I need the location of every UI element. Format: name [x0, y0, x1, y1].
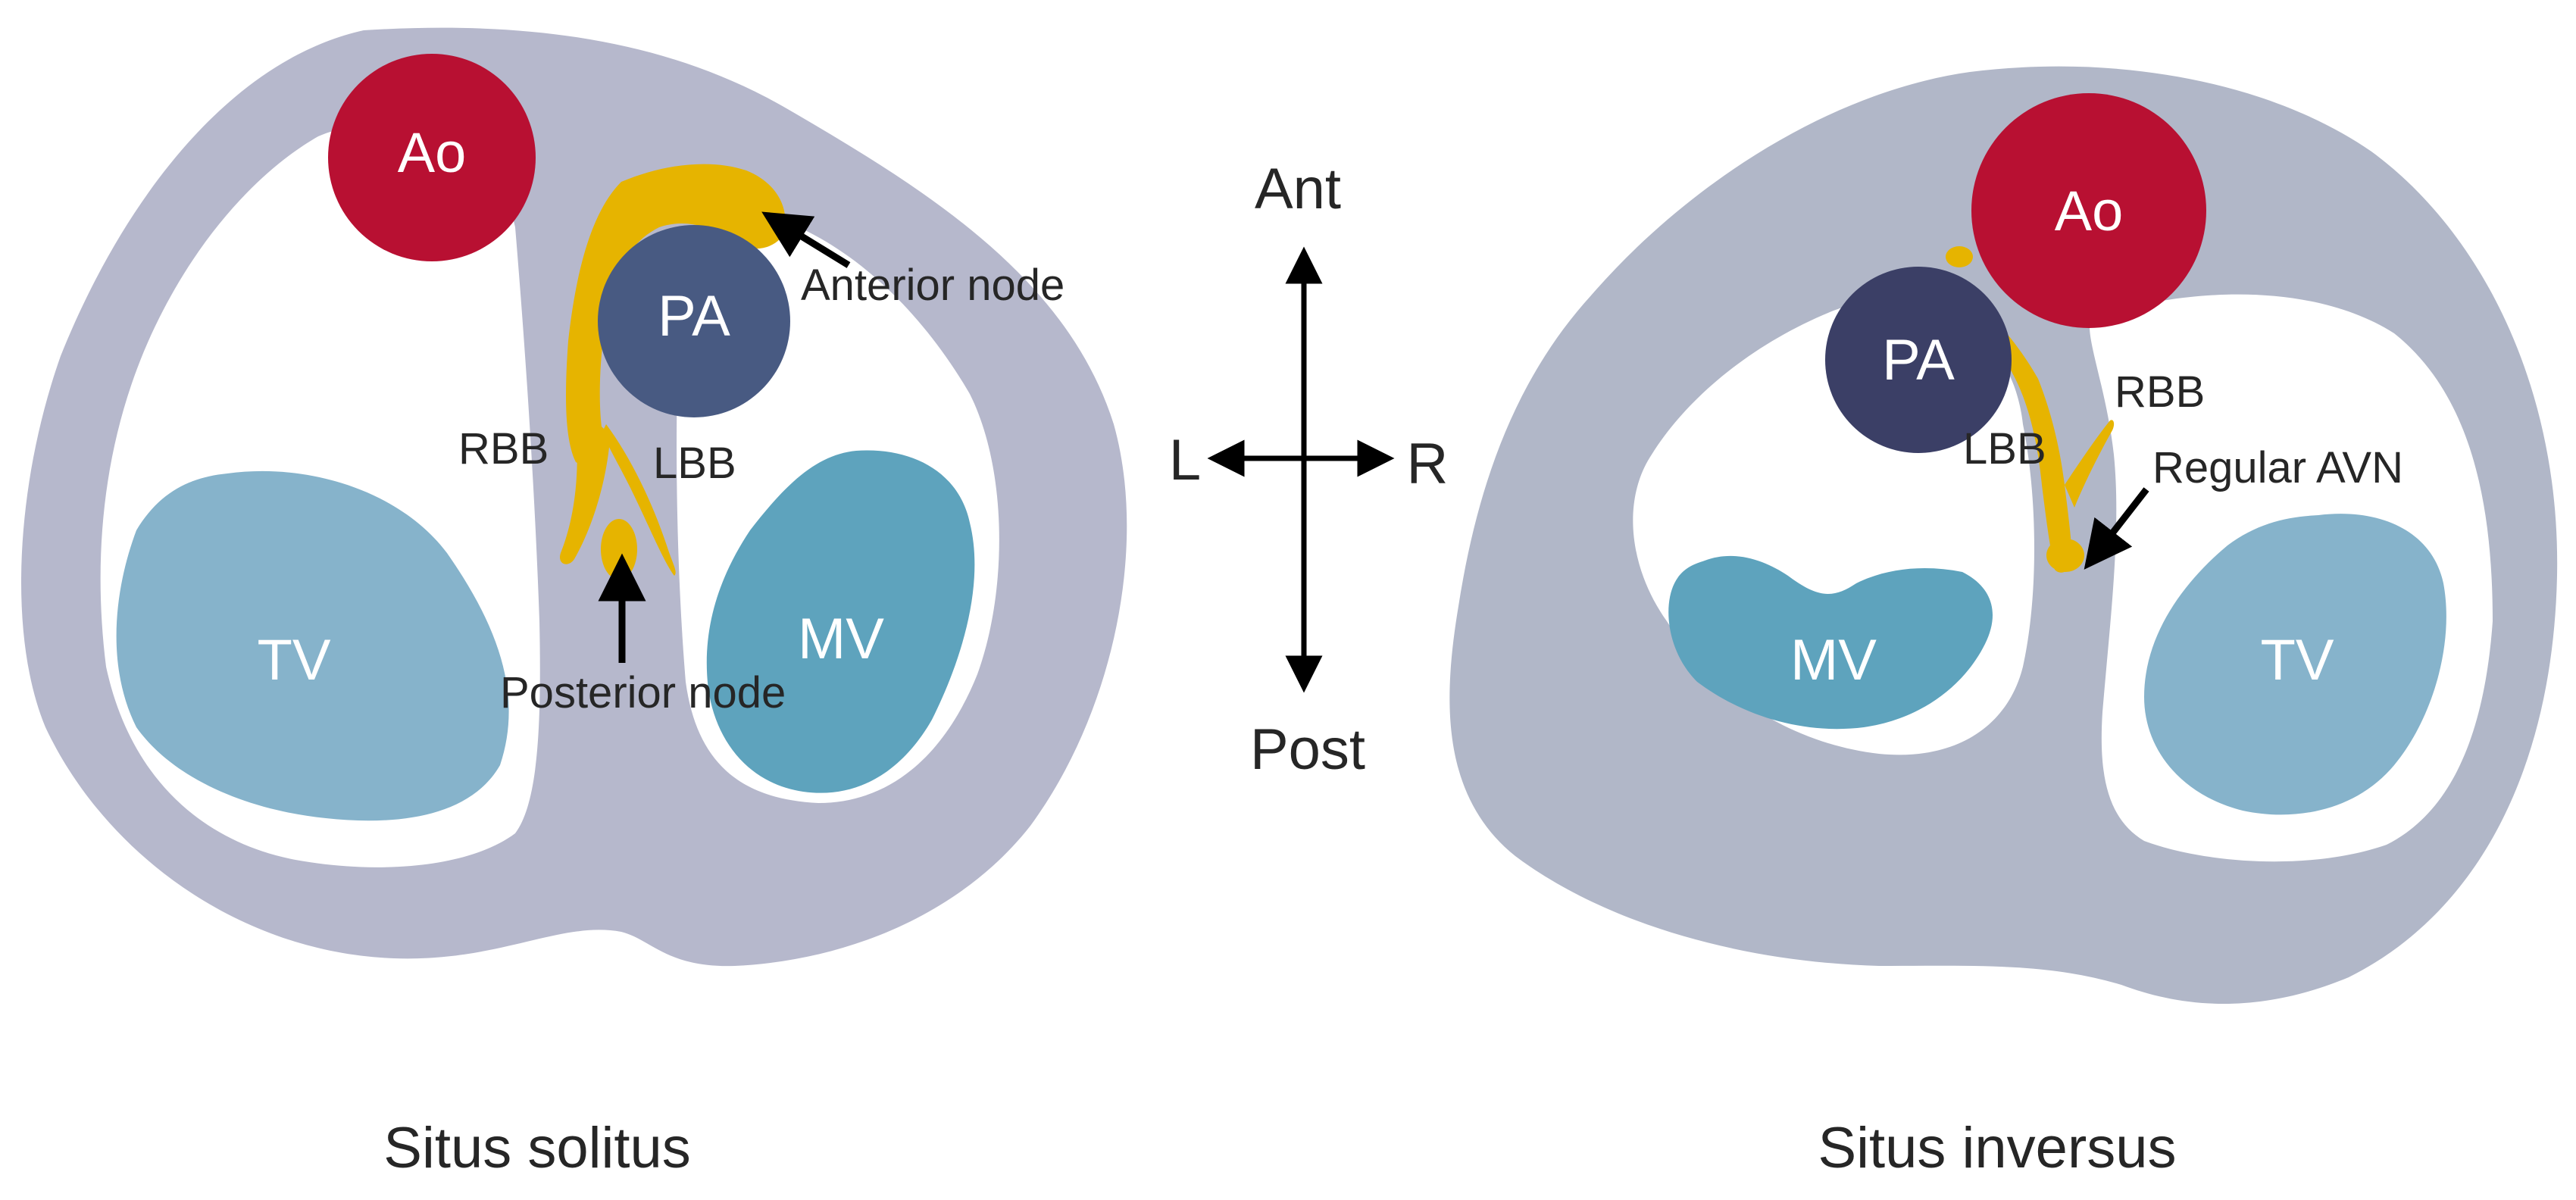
right-heart: Ao PA MV TV RBB LBB Regular AVN Situs in… — [1449, 66, 2558, 1180]
right-mitral-valve — [1668, 555, 1993, 730]
right-tricuspid-valve — [2144, 514, 2446, 815]
left-heart: Ao PA TV MV RBB LBB Anterior node Poster… — [20, 27, 1127, 1180]
left-anterior-node-label: Anterior node — [801, 261, 1064, 310]
left-mitral-valve — [706, 450, 975, 793]
right-regular-avn-label: Regular AVN — [2152, 443, 2403, 492]
left-mv-label: MV — [798, 607, 884, 671]
left-tv-label: TV — [257, 628, 330, 692]
left-posterior-node-label: Posterior node — [500, 668, 786, 717]
right-pa-label: PA — [1882, 328, 1955, 392]
compass-posterior-label: Post — [1250, 717, 1365, 782]
left-conduction-rbb — [560, 419, 610, 564]
orientation-compass: Ant Post L R — [1169, 157, 1449, 782]
left-lbb-label: LBB — [653, 439, 736, 488]
right-rbb-label: RBB — [2115, 367, 2205, 417]
compass-right-label: R — [1407, 432, 1449, 496]
left-aorta-label: Ao — [398, 121, 467, 184]
right-regular-avn-node — [2046, 539, 2084, 572]
right-pulmonary-artery — [1825, 267, 2012, 453]
right-regular-avn-arrow — [2084, 487, 2149, 570]
left-rbb-label: RBB — [458, 424, 549, 473]
compass-anterior-label: Ant — [1255, 157, 1341, 221]
right-conduction-small-node — [1946, 246, 1973, 267]
left-pa-label: PA — [658, 284, 730, 348]
right-mv-label: MV — [1790, 628, 1877, 692]
compass-left-label: L — [1169, 428, 1201, 492]
right-aorta — [1971, 93, 2206, 328]
left-posterior-node — [601, 519, 637, 580]
left-caption: Situs solitus — [383, 1116, 691, 1180]
left-tricuspid-valve — [116, 470, 509, 821]
right-lbb-label: LBB — [1963, 424, 2046, 473]
left-anterior-node-arrow — [761, 211, 851, 268]
right-aorta-label: Ao — [2055, 180, 2124, 242]
right-caption: Situs inversus — [1818, 1116, 2176, 1180]
right-tv-label: TV — [2260, 628, 2334, 692]
left-conduction-lbb — [602, 424, 676, 576]
left-pulmonary-artery — [598, 225, 790, 417]
right-conduction-rbb — [2065, 420, 2115, 508]
left-aorta — [328, 54, 536, 261]
